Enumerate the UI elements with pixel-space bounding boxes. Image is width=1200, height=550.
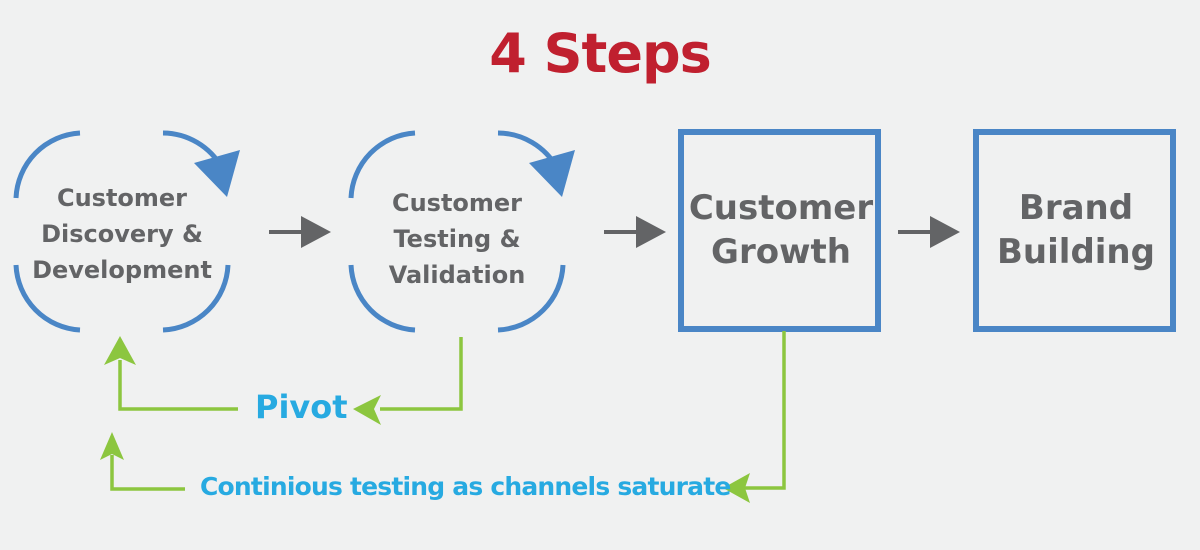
step-discovery-cycle-icon bbox=[13, 130, 231, 333]
continuous-feedback-arrow-icon bbox=[110, 331, 786, 491]
cycle-arc-bottom-right bbox=[162, 264, 231, 333]
label-line: Discovery & bbox=[41, 220, 203, 248]
label-line: Growth bbox=[711, 232, 851, 272]
step-growth-box bbox=[678, 129, 881, 332]
flow-arrow-1-icon bbox=[269, 216, 331, 248]
cycle-arc-bottom-right bbox=[497, 264, 566, 333]
step-testing-label: Customer Testing & Validation bbox=[357, 185, 557, 293]
label-line: Customer bbox=[56, 184, 188, 212]
pivot-arrowhead-icon bbox=[353, 395, 381, 425]
label-line: Customer bbox=[688, 188, 874, 228]
step-discovery-label: Customer Discovery & Development bbox=[22, 180, 222, 288]
pivot-label: Pivot bbox=[255, 388, 348, 426]
cycle-arrowhead-icon bbox=[194, 150, 240, 197]
label-line: Development bbox=[32, 256, 212, 284]
label-line: Customer bbox=[391, 189, 523, 217]
continuous-arrowhead-icon bbox=[723, 473, 750, 503]
label-line: Testing & bbox=[393, 225, 521, 253]
label-line: Brand bbox=[1018, 188, 1134, 228]
cycle-arc-bottom-left bbox=[13, 264, 81, 333]
label-line: Building bbox=[997, 232, 1155, 272]
pivot-return-arrowhead-icon bbox=[104, 336, 136, 365]
flow-arrow-2-icon bbox=[604, 216, 666, 248]
diagram-title: 4 Steps bbox=[489, 22, 712, 85]
continuous-return-arrowhead-icon bbox=[100, 432, 124, 460]
cycle-arrowhead-icon bbox=[529, 150, 575, 197]
pivot-feedback-arrow-icon bbox=[118, 337, 463, 411]
step-brand-box bbox=[973, 129, 1176, 332]
continuous-testing-label: Continious testing as channels saturate bbox=[200, 472, 731, 501]
cycle-arc-top-left bbox=[348, 130, 416, 199]
label-line: Validation bbox=[388, 261, 526, 289]
cycle-arc-bottom-left bbox=[348, 264, 416, 333]
cycle-arc-top-left bbox=[13, 130, 81, 199]
step-brand-label: Brand Building bbox=[976, 186, 1176, 274]
step-growth-label: Customer Growth bbox=[681, 186, 881, 274]
flow-arrow-3-icon bbox=[898, 216, 960, 248]
